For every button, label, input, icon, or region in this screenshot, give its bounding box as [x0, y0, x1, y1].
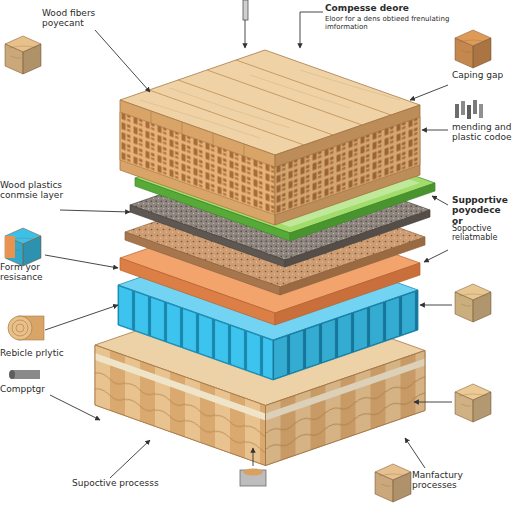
callout-label: Sopoctive reliatmable — [452, 224, 512, 242]
log-ring — [12, 320, 28, 336]
wood-right-face — [275, 105, 420, 225]
leader-line — [110, 440, 150, 478]
composite-stripe — [5, 236, 15, 258]
callout-label: Compptgr — [0, 384, 72, 394]
callout-label: Manfactury processes — [412, 470, 510, 491]
wood-cube-icon — [455, 284, 491, 322]
leader-line — [424, 250, 448, 262]
log-icon — [8, 316, 44, 340]
leader-line — [410, 85, 448, 100]
plank-seam — [151, 111, 244, 156]
leader-line — [95, 30, 150, 92]
leader-line — [45, 255, 118, 268]
callout-label: mending and plastic codoe — [452, 122, 512, 143]
pellet — [461, 101, 465, 115]
leader-line — [414, 402, 452, 403]
callout-label: Compesse deore — [325, 3, 455, 13]
pellet-icon — [455, 100, 483, 119]
texture-cube-icon — [455, 30, 491, 68]
probe-symbol — [243, 0, 248, 20]
leader-line — [45, 305, 118, 330]
pipe-icon — [9, 370, 40, 379]
callout-label: Rebicle prlytic — [0, 348, 78, 358]
leader-line — [253, 448, 254, 466]
wood-cube-icon — [455, 384, 491, 422]
honeycomb-core — [120, 112, 275, 215]
callout-label: Supportive poyodece or — [452, 195, 512, 226]
leader-line — [300, 12, 323, 48]
callout-label: Supoctive processs — [72, 478, 162, 488]
leader-line — [432, 196, 448, 205]
pellet — [479, 104, 483, 118]
wood-cube-icon — [375, 464, 411, 502]
callout-label: Eloor for a dens obtieed frenulating imf… — [325, 15, 475, 31]
wood-left-face — [120, 100, 275, 225]
leader-line — [420, 305, 452, 306]
pipe-body — [12, 370, 40, 379]
pellet-box-icon — [240, 469, 266, 487]
callout-label: Wood plastics conmsie layer — [0, 180, 80, 201]
leader-line — [422, 130, 448, 131]
log-end — [8, 316, 32, 340]
composite-cube-icon — [5, 228, 41, 266]
pellet-pile — [243, 469, 263, 476]
pipe-end — [9, 370, 15, 379]
leader-line — [50, 395, 100, 420]
pellet — [473, 100, 477, 114]
callout-label: Caping gap — [452, 70, 510, 80]
callout-label: Wood fibers poyecant — [42, 8, 114, 29]
wood-shade — [275, 105, 420, 225]
wood-cube-icon — [5, 36, 41, 74]
leader-line — [60, 210, 130, 212]
pellet — [467, 105, 471, 119]
leader-line — [245, 20, 246, 48]
leader-line — [405, 438, 425, 468]
log-ring — [16, 324, 24, 332]
pellet — [455, 104, 459, 118]
callout-label: Form yor resisance — [0, 262, 78, 283]
